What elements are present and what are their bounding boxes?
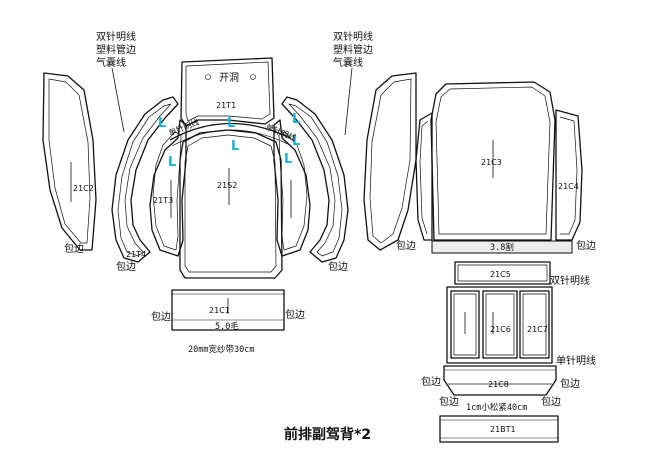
code-21t4: 21T4 (126, 250, 146, 259)
label-binding-8: 包边 (421, 375, 441, 388)
code-21c4: 21C4 (558, 182, 579, 191)
piece-c3-left-inner (419, 120, 429, 235)
piece-21c4: 21C4 (555, 109, 583, 241)
code-21t3: 21T3 (153, 196, 173, 205)
piece-21t4: 21T4 (111, 96, 179, 263)
code-21c2: 21C2 (73, 184, 94, 193)
code-21c3: 21C3 (481, 158, 502, 167)
label-plastic-piping-left: 塑料管边 (96, 43, 136, 56)
mark-l-4: L (168, 155, 176, 170)
upper-arc-inner (171, 129, 289, 147)
code-21c8: 21C8 (488, 380, 509, 389)
piece-21c8: 21C8 (443, 365, 557, 396)
label-plastic-piping-right: 塑料管边 (333, 43, 373, 56)
piece-21c2: 21C2 (42, 72, 97, 251)
label-airbag-line-right: 气囊线 (333, 56, 363, 69)
label-band-38: 3.8割 (490, 242, 514, 253)
code-21c1: 21C1 (209, 306, 230, 315)
label-binding-2: 包边 (116, 260, 136, 273)
label-binding-7: 包边 (576, 239, 596, 252)
label-binding-11: 包边 (541, 395, 561, 408)
leader-right (344, 67, 353, 136)
code-21c7: 21C7 (527, 325, 548, 334)
label-single-stitch-tl: 单针明线 (167, 117, 200, 138)
piece-21bt1: 21BT1 (439, 415, 559, 443)
mark-l-7: L (292, 134, 300, 149)
code-21s2: 21S2 (217, 181, 237, 190)
label-binding-3: 包边 (328, 260, 348, 273)
piece-21c5: 21C5 (454, 261, 551, 285)
label-double-stitch-mid: 双针明线 (550, 274, 590, 287)
label-binding-1: 包边 (64, 242, 84, 255)
piece-21c1: 21C1 5.0毛 (171, 289, 285, 332)
code-21t1: 21T1 (216, 101, 236, 110)
piece-c3-left-side (415, 112, 433, 241)
label-tape-note: 20mm宽纱带30cm (188, 344, 254, 355)
mark-l-6: L (284, 152, 292, 167)
label-binding-10: 包边 (439, 395, 459, 408)
piece-right-mid (281, 96, 349, 263)
mark-l-3: L (292, 112, 300, 127)
label-binding-5: 包边 (151, 310, 171, 323)
label-double-stitch-left: 双针明线 (96, 30, 136, 43)
piece-frame-c6-c7: 21C6 21C7 (446, 286, 553, 364)
page-title: 前排副驾背*2 (284, 426, 371, 443)
label-felt-strip: 5.0毛 (215, 321, 239, 332)
mark-l-2: L (227, 116, 235, 131)
code-21c6: 21C6 (490, 325, 511, 334)
leader-left (111, 67, 125, 133)
label-double-stitch-right: 双针明线 (333, 30, 373, 43)
piece-right-inner (273, 119, 311, 257)
label-single-stitch-low: 单针明线 (556, 354, 596, 367)
code-21bt1: 21BT1 (490, 425, 516, 434)
label-binding-6: 包边 (285, 308, 305, 321)
label-binding-4: 包边 (396, 239, 416, 252)
band-3-8: 3.8割 (431, 240, 573, 254)
label-opening: 开洞 (219, 72, 239, 84)
piece-right-outer (363, 72, 417, 251)
upper-arc-seam (169, 122, 291, 141)
mark-l-1: L (158, 116, 166, 131)
piece-21t1: 开洞 21T1 (180, 57, 275, 127)
piece-21c3: 21C3 (430, 81, 556, 241)
code-21c5: 21C5 (490, 270, 511, 279)
mark-l-5: L (231, 139, 239, 154)
label-airbag-line-left: 气囊线 (96, 56, 126, 69)
label-binding-9: 包边 (560, 377, 580, 390)
label-elastic-note: 1cm小松紧40cm (466, 402, 527, 413)
